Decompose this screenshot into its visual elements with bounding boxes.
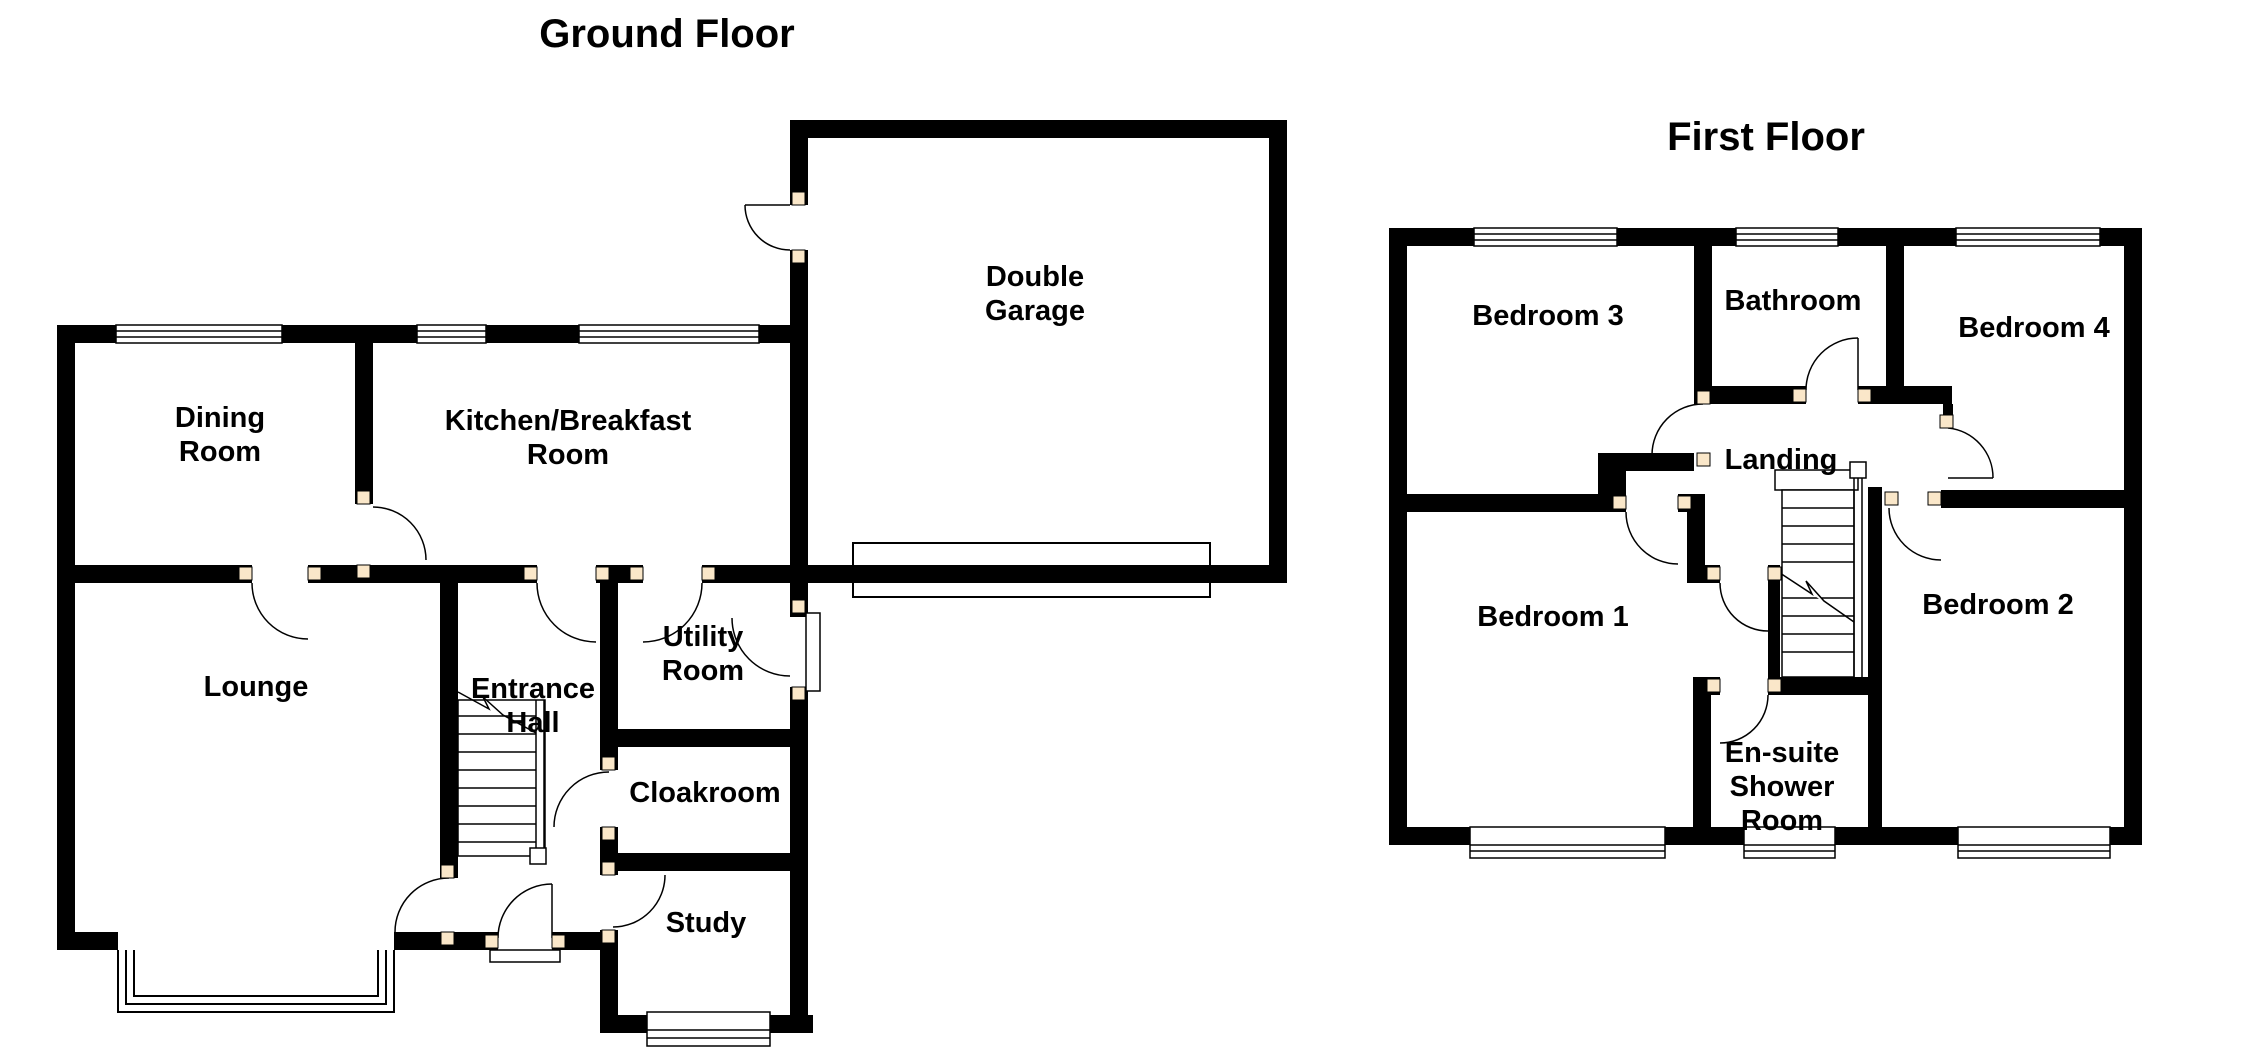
- lounge-door-arc: [394, 877, 450, 933]
- room-label-dining-room-2: Room: [179, 436, 261, 468]
- ground-floor-stairs: [457, 691, 547, 865]
- room-label-en-suite-3: Room: [1741, 805, 1823, 837]
- kitchen-window-left: [416, 324, 487, 344]
- room-label-en-suite: En-suite: [1725, 737, 1839, 769]
- bedroom-2-door-arc: [1888, 507, 1942, 561]
- dining-lounge-door-arc: [251, 582, 309, 640]
- ground-floor-door-arcs: [251, 204, 791, 939]
- stair-break-line: [1779, 572, 1855, 623]
- bedroom-2-window: [1957, 826, 2111, 859]
- room-label-utility: Utility: [663, 621, 744, 653]
- front-door-threshold: [489, 949, 561, 963]
- room-label-lounge: Lounge: [204, 671, 309, 703]
- room-label-bedroom-1: Bedroom 1: [1477, 601, 1628, 633]
- utility-external-door-arc: [731, 617, 791, 677]
- ground-floor-plan: Ground Floor Dining Room Kitchen/Breakfa…: [57, 12, 1287, 1047]
- room-label-kitchen-2: Room: [527, 439, 609, 471]
- bedroom-3-window: [1473, 227, 1618, 247]
- bedroom-1-window: [1469, 826, 1666, 859]
- first-floor-door-hinges: [1612, 388, 1954, 693]
- room-label-dining-room: Dining: [175, 402, 265, 434]
- first-floor-windows: [1469, 227, 2111, 859]
- stair-break-line: [457, 691, 537, 734]
- bedroom-1-door-arc: [1625, 511, 1679, 565]
- room-label-study: Study: [666, 907, 747, 939]
- cloakroom-door-arc: [553, 771, 610, 828]
- kitchen-window-right: [578, 324, 760, 344]
- dining-kitchen-door-arc: [372, 506, 427, 561]
- room-label-bedroom-2: Bedroom 2: [1922, 589, 2073, 621]
- kitchen-utility-door-arc: [642, 582, 703, 643]
- room-label-kitchen: Kitchen/Breakfast: [445, 405, 692, 437]
- room-label-utility-2: Room: [662, 655, 744, 687]
- room-label-garage-2: Garage: [985, 295, 1085, 327]
- room-label-landing: Landing: [1725, 444, 1838, 476]
- room-label-bedroom-3: Bedroom 3: [1472, 300, 1623, 332]
- room-label-bedroom-4: Bedroom 4: [1958, 312, 2109, 344]
- utility-door-leaf: [805, 612, 821, 692]
- room-label-en-suite-2: Shower: [1730, 771, 1835, 803]
- first-floor-title: First Floor: [1667, 115, 1865, 159]
- first-floor-plan: First Floor Bedroom 3 Bathroom Bedroom 4…: [1389, 115, 2142, 859]
- en-suite-door-arc: [1719, 694, 1769, 744]
- cupboard-door-arc: [1719, 582, 1769, 632]
- stair-newel-post: [1849, 461, 1867, 479]
- bathroom-door: [1805, 337, 1859, 391]
- room-label-entrance-hall: Entrance: [471, 673, 595, 705]
- bedroom-4-door: [1947, 427, 1994, 479]
- front-door: [497, 883, 553, 939]
- garage-side-door: [744, 204, 791, 251]
- ground-floor-title: Ground Floor: [539, 12, 795, 56]
- kitchen-hall-door-arc: [536, 582, 597, 643]
- room-label-bathroom: Bathroom: [1725, 285, 1862, 317]
- en-suite-window: [1743, 826, 1836, 859]
- ground-floor-door-hinges: [238, 191, 806, 949]
- room-label-cloakroom: Cloakroom: [629, 777, 780, 809]
- study-window: [646, 1011, 771, 1047]
- bay-window: [117, 950, 395, 1013]
- first-floor-door-arcs: [1625, 337, 1994, 744]
- room-label-garage: Double: [986, 261, 1084, 293]
- study-door-arc: [612, 874, 666, 928]
- dining-room-window: [115, 324, 283, 344]
- bedroom-3-door-arc: [1651, 403, 1704, 456]
- bathroom-window: [1735, 227, 1839, 247]
- stair-newel-post: [529, 847, 547, 865]
- ground-floor-windows: [115, 324, 771, 1047]
- bedroom-4-window: [1955, 227, 2101, 247]
- room-label-entrance-hall-2: Hall: [506, 707, 559, 739]
- first-floor-stairs: [1774, 461, 1867, 678]
